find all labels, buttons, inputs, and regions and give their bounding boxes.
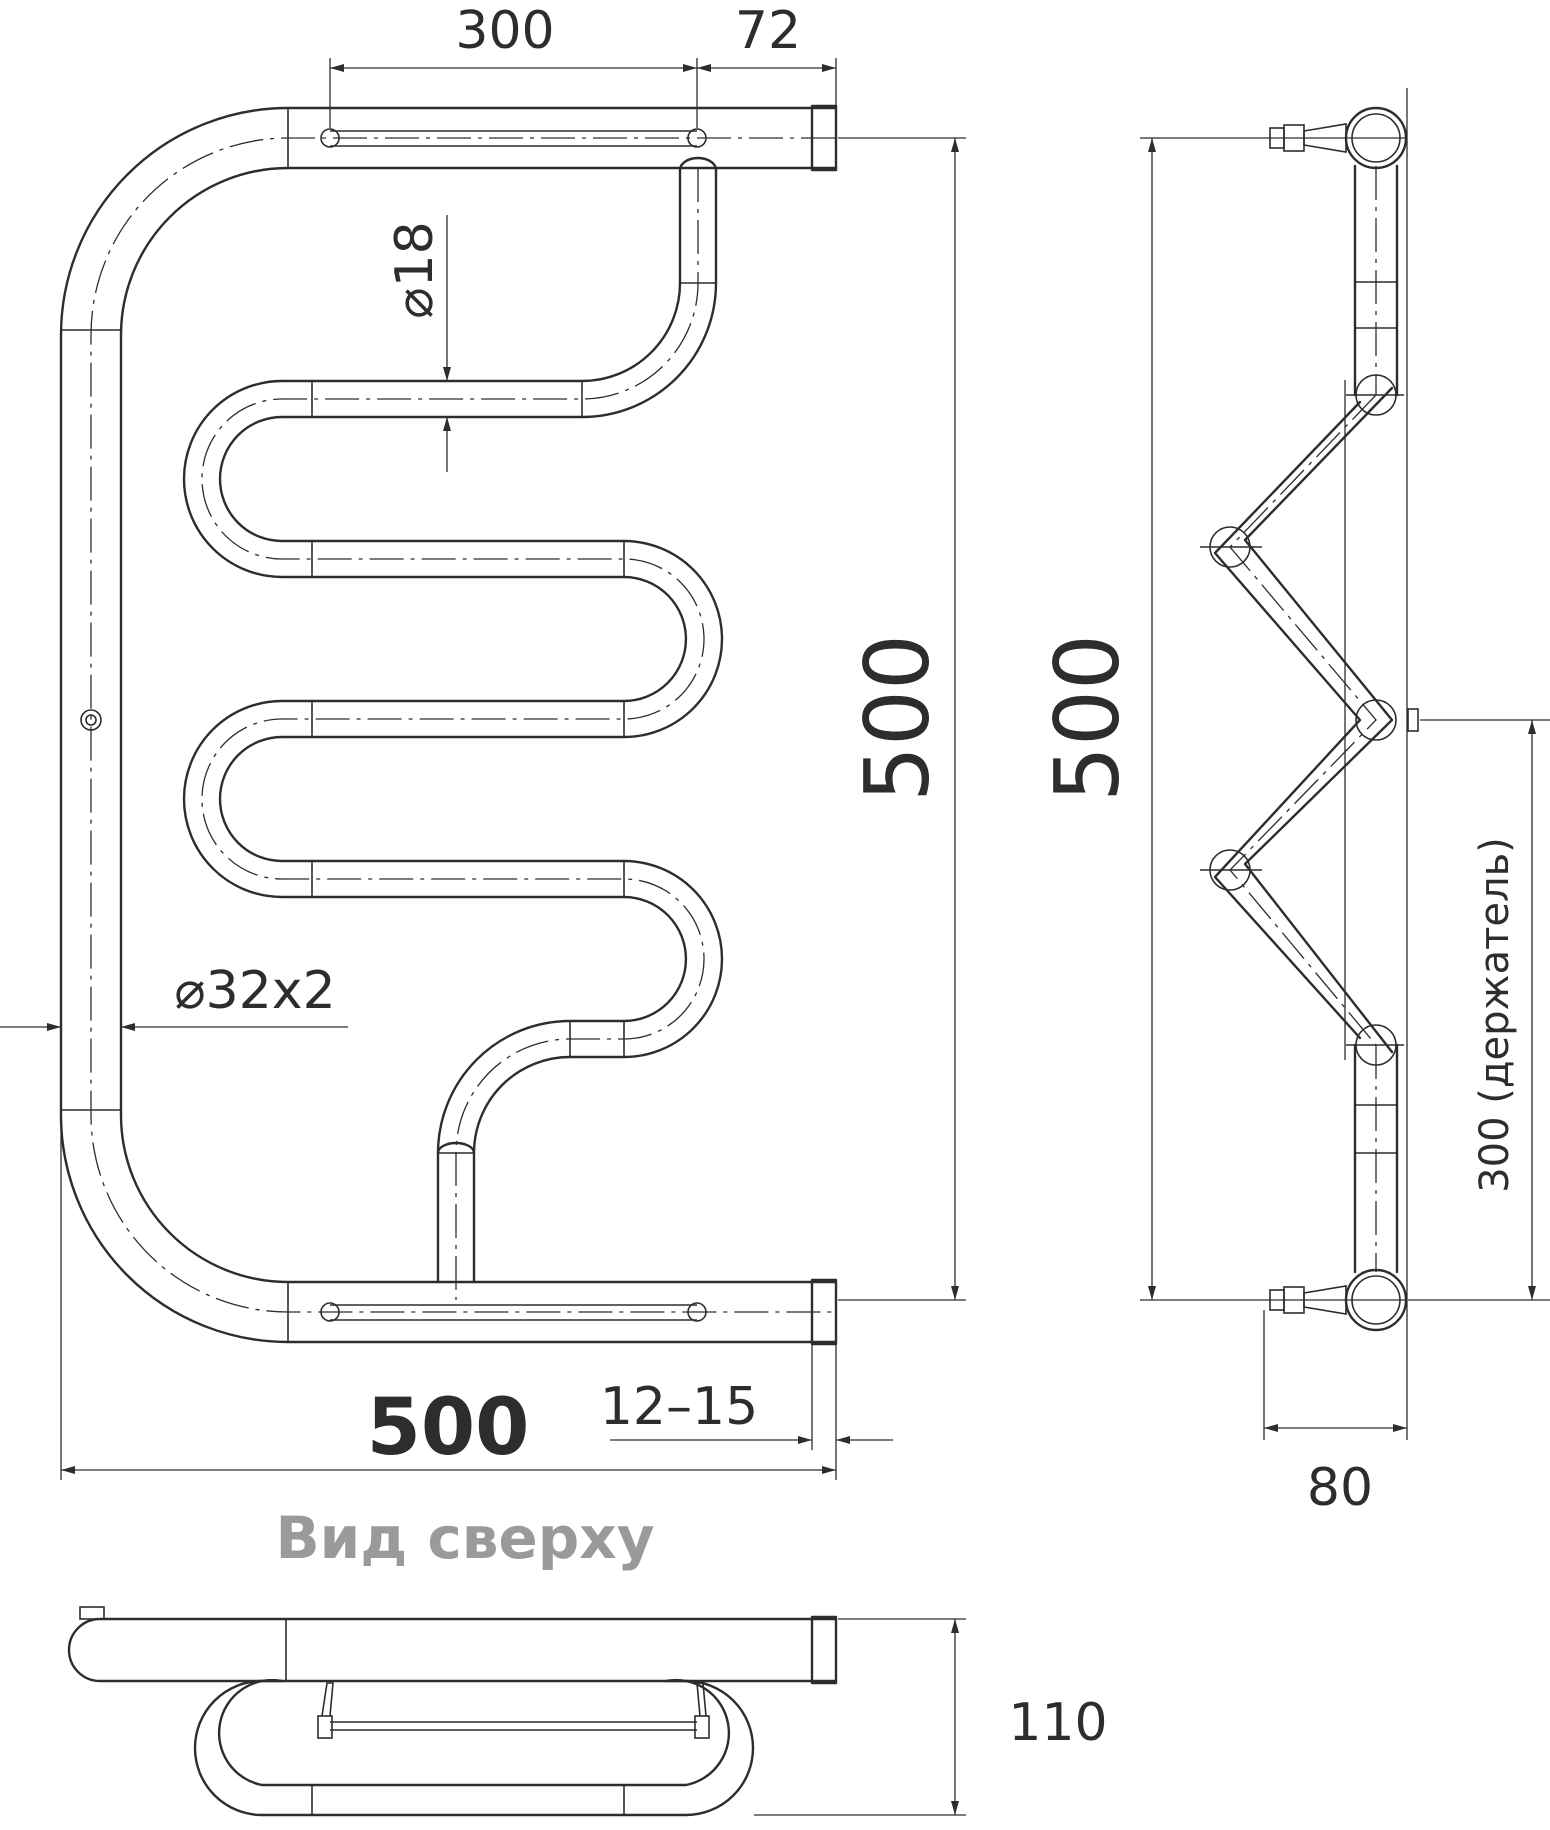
dim-side-height-label: 500 (1036, 634, 1139, 802)
dim-gap-label: 12–15 (600, 1377, 758, 1437)
dimension-side-height: 500 (1036, 137, 1345, 1301)
dim-main-pipe-label: ⌀32x2 (174, 961, 335, 1021)
dim-offset-label: 72 (735, 1, 801, 61)
dimension-holder: 300 (держатель) (1408, 719, 1550, 1301)
dim-top-span-label: 300 (455, 1, 554, 61)
dim-side-depth-label: 80 (1307, 1458, 1373, 1518)
top-coil-loop (193, 1678, 755, 1817)
top-view: Вид сверху 110 (67, 1504, 1108, 1817)
side-bracket-top (1269, 106, 1408, 170)
dimension-side-depth: 80 (1263, 1310, 1408, 1518)
dimension-small-pipe: ⌀18 (385, 215, 451, 472)
top-holder-rod (317, 1682, 710, 1739)
dimension-front-height: 500 (838, 137, 966, 1301)
mounting-rod-bottom (320, 1302, 707, 1322)
dim-front-width-label: 500 (367, 1383, 530, 1473)
dim-top-depth-label: 110 (1008, 1693, 1107, 1753)
mounting-rod-top (320, 128, 707, 148)
side-view: 500 300 (держатель) 80 (1036, 88, 1550, 1518)
dimension-top-span: 300 72 (329, 1, 837, 128)
front-view: 300 72 ⌀18 500 ⌀32x2 (0, 1, 966, 1480)
serpentine-coil (182, 156, 724, 1300)
dim-small-pipe-label: ⌀18 (385, 221, 445, 318)
dimension-front-width: 500 12–15 (60, 1115, 893, 1480)
side-riser-pipe (1344, 88, 1408, 1330)
side-zigzag-coil (1200, 374, 1419, 1066)
dim-front-height-label: 500 (846, 634, 949, 802)
dim-holder-label: 300 (держатель) (1472, 837, 1518, 1193)
dimension-top-depth: 110 (754, 1618, 1108, 1816)
main-riser-pipe (59, 104, 838, 1346)
top-riser-pipe (67, 1606, 838, 1685)
top-view-title: Вид сверху (275, 1504, 654, 1572)
dimension-main-pipe: ⌀32x2 (0, 961, 348, 1031)
